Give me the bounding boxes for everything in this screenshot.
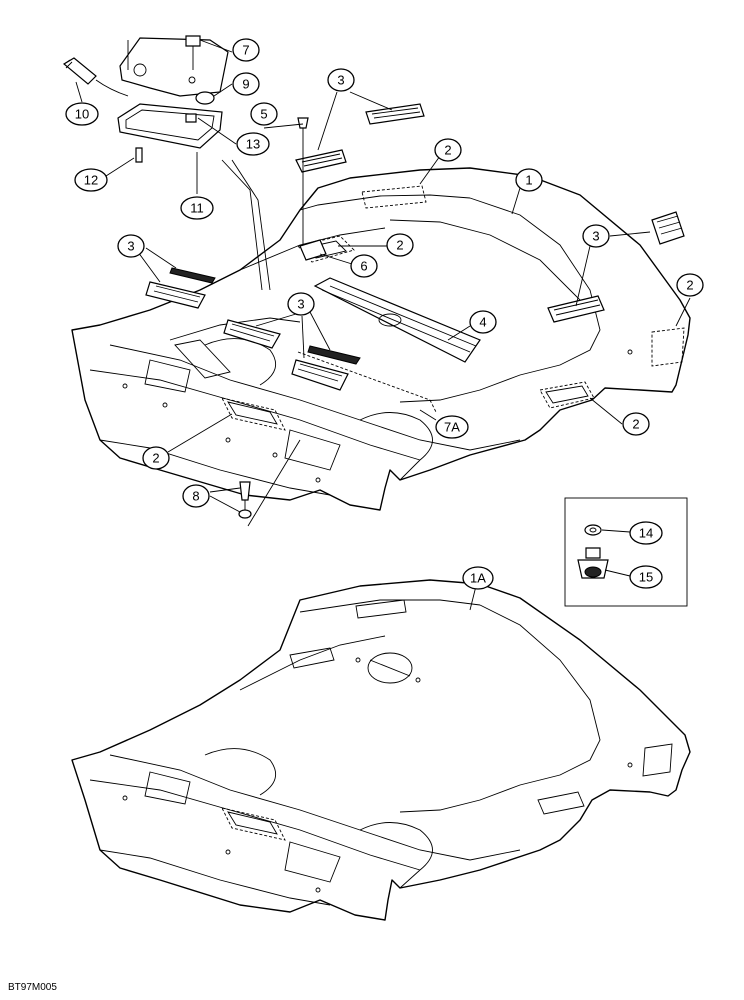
svg-text:1: 1 [525, 173, 532, 188]
svg-text:3: 3 [127, 239, 134, 254]
svg-text:8: 8 [192, 489, 199, 504]
callout-10: 10 [65, 102, 99, 126]
callout-13: 13 [236, 132, 270, 156]
callout-2-right: 2 [676, 273, 704, 297]
callout-2-lower-left: 2 [142, 446, 170, 470]
callout-4: 4 [469, 310, 497, 334]
svg-text:3: 3 [592, 229, 599, 244]
svg-text:7A: 7A [444, 420, 460, 435]
svg-text:2: 2 [396, 238, 403, 253]
callout-3-top: 3 [327, 68, 355, 92]
svg-text:13: 13 [246, 137, 260, 152]
svg-text:4: 4 [479, 315, 486, 330]
svg-text:2: 2 [152, 451, 159, 466]
svg-text:2: 2 [444, 143, 451, 158]
callout-9: 9 [232, 72, 260, 96]
callout-7: 7 [232, 38, 260, 62]
callout-14: 14 [629, 521, 663, 545]
svg-text:11: 11 [190, 201, 204, 216]
callout-3-right: 3 [582, 224, 610, 248]
callout-2-lower-right: 2 [622, 412, 650, 436]
callout-1: 1 [515, 168, 543, 192]
footer-code: BT97M005 [8, 982, 57, 993]
svg-text:1A: 1A [470, 571, 486, 586]
svg-text:9: 9 [242, 77, 249, 92]
callout-7a: 7A [435, 415, 469, 439]
svg-text:2: 2 [686, 278, 693, 293]
inset-box [564, 497, 688, 607]
headliner-lower [71, 579, 691, 921]
hardware-8 [238, 481, 252, 519]
vents-3 [145, 103, 685, 391]
leader-lines [75, 39, 691, 611]
svg-text:10: 10 [75, 107, 89, 122]
callout-1a: 1A [462, 566, 494, 590]
svg-text:5: 5 [260, 107, 267, 122]
callout-8: 8 [182, 484, 210, 508]
svg-text:6: 6 [360, 259, 367, 274]
svg-text:15: 15 [639, 570, 653, 585]
svg-text:12: 12 [84, 173, 98, 188]
svg-text:7: 7 [242, 43, 249, 58]
callout-3-center: 3 [287, 292, 315, 316]
svg-text:2: 2 [632, 417, 639, 432]
callout-3-left: 3 [117, 234, 145, 258]
callout-5: 5 [250, 102, 278, 126]
callout-12: 12 [74, 168, 108, 192]
svg-text:14: 14 [639, 526, 653, 541]
headliner-upper [71, 167, 691, 511]
callout-11: 11 [180, 196, 214, 220]
svg-text:3: 3 [297, 297, 304, 312]
svg-text:3: 3 [337, 73, 344, 88]
callout-15: 15 [629, 565, 663, 589]
screw-5-and-clip-6 [297, 117, 327, 261]
callout-6: 6 [350, 254, 378, 278]
dome-lamp-assembly [62, 35, 271, 291]
callout-2-mid: 2 [386, 233, 414, 257]
center-console-4 [313, 277, 481, 363]
callout-2-top: 2 [434, 138, 462, 162]
